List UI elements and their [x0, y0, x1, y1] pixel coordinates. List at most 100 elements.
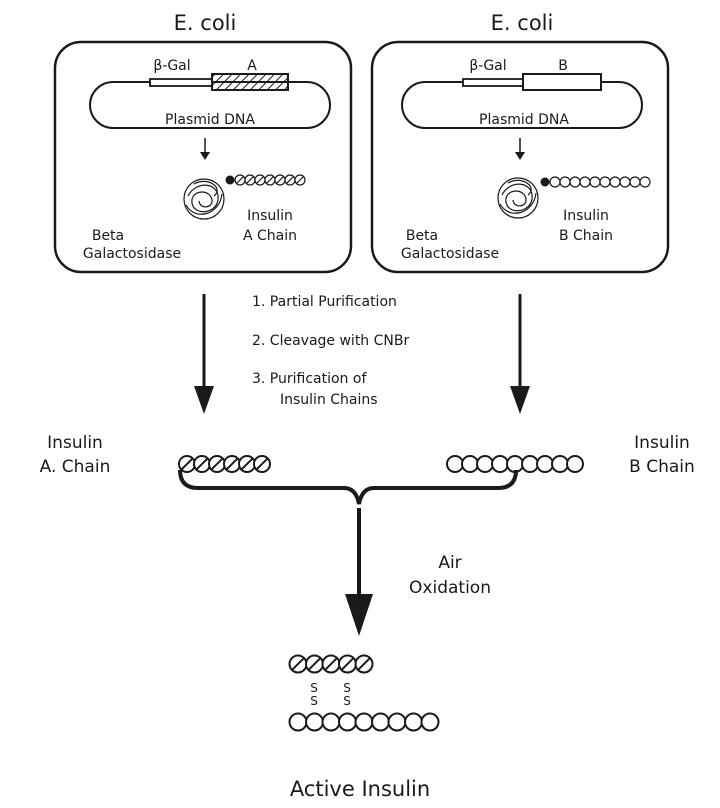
right-protein-label-1: Beta	[406, 228, 438, 244]
bead-hatch	[340, 657, 355, 671]
chain-bead	[566, 455, 584, 473]
bead-hatch	[225, 457, 239, 471]
right-fused-insulin-b-chain	[549, 176, 651, 188]
right-beta-gal-label: β-Gal	[469, 58, 506, 74]
left-gene-label: A	[247, 58, 257, 74]
chain-bead	[629, 176, 641, 188]
chain-bead	[609, 176, 621, 188]
bead-hatch	[240, 457, 254, 471]
left-fused-insulin-a-chain	[234, 174, 306, 186]
insulin-a-chain	[178, 455, 271, 473]
chain-bead	[420, 712, 440, 732]
left-cell-outline	[53, 40, 353, 274]
bead-hatch	[276, 176, 284, 184]
left-beta-gal-gene	[149, 78, 213, 87]
chain-bead	[387, 712, 407, 732]
chain-bead	[599, 176, 611, 188]
right-chain-label-1: Insulin	[563, 208, 609, 224]
chain-bead	[476, 455, 494, 473]
bead-hatch	[324, 657, 338, 671]
chain-bead	[446, 455, 464, 473]
chain-bead	[404, 712, 423, 732]
chain-bead	[338, 712, 357, 732]
step-1: 1. Partial Purification	[252, 294, 397, 310]
disulfide-s-3: S	[343, 681, 351, 695]
right-beta-galactosidase-protein	[497, 177, 539, 219]
bead-hatch	[210, 457, 224, 471]
right-protein-label-2: Galactosidase	[401, 246, 499, 262]
chain-bead	[569, 176, 581, 188]
left-protein-label-2: Galactosidase	[83, 246, 181, 262]
chain-bead	[551, 455, 569, 473]
chain-a-label-2: A. Chain	[40, 457, 111, 477]
purification-steps: 1. Partial Purification 2. Cleavage with…	[252, 294, 409, 408]
right-beta-gal-gene	[462, 78, 524, 87]
disulfide-s-2: S	[310, 694, 318, 708]
chain-bead	[579, 176, 591, 188]
disulfide-s-4: S	[343, 694, 351, 708]
chain-bead	[288, 712, 308, 732]
disulfide-s-1: S	[310, 681, 318, 695]
right-ecoli-cell: E. coli β-Gal B Plasmid DNA Beta Galacto…	[370, 11, 670, 274]
bead-hatch	[266, 176, 274, 184]
chain-bead	[506, 455, 524, 473]
chain-bead	[549, 176, 561, 188]
oxidation-label-2: Oxidation	[409, 578, 491, 598]
left-chain-label-2: A Chain	[243, 228, 297, 244]
right-expression-arrow-head	[515, 152, 525, 160]
chain-bead	[619, 176, 631, 188]
right-linker-dot	[540, 177, 550, 187]
step-3-continued: Insulin Chains	[280, 392, 378, 408]
right-plasmid-label: Plasmid DNA	[479, 112, 569, 128]
combining-brace	[178, 469, 518, 505]
product-label: Active Insulin	[290, 777, 430, 801]
left-insulin-a-gene	[211, 73, 289, 91]
left-process-arrow	[194, 294, 214, 414]
right-gene-label: B	[558, 58, 568, 74]
left-expression-arrow-head	[200, 152, 210, 160]
chain-bead	[536, 455, 554, 473]
right-cell-outline	[370, 40, 670, 274]
left-ecoli-cell: E. coli β-Gal A Plasmid DNA Beta Galacto…	[53, 11, 353, 274]
left-chain-label-1: Insulin	[247, 208, 293, 224]
right-cell-title: E. coli	[491, 11, 554, 35]
right-process-arrow	[510, 294, 530, 414]
bead-hatch	[236, 176, 244, 184]
chain-b-label-1: Insulin	[634, 433, 690, 453]
chain-bead	[559, 176, 571, 188]
chain-bead	[521, 455, 539, 473]
chain-b-label-2: B Chain	[629, 457, 695, 477]
insulin-b-chain	[446, 455, 584, 473]
active-insulin-b-chain	[288, 712, 440, 732]
bead-hatch	[195, 457, 209, 471]
left-beta-galactosidase-protein	[183, 178, 225, 220]
bead-hatch	[255, 457, 269, 471]
bead-hatch	[256, 176, 264, 184]
bead-hatch	[307, 657, 322, 671]
chain-bead	[639, 176, 651, 188]
chain-bead	[321, 712, 341, 732]
step-2: 2. Cleavage with CNBr	[252, 333, 409, 349]
bead-hatch	[357, 657, 371, 671]
right-chain-label-2: B Chain	[559, 228, 613, 244]
left-plasmid-label: Plasmid DNA	[165, 112, 255, 128]
left-beta-gal-label: β-Gal	[153, 58, 190, 74]
step-3: 3. Purification of	[252, 371, 367, 387]
bead-hatch	[246, 176, 254, 184]
chain-bead	[305, 712, 324, 732]
left-protein-label-1: Beta	[92, 228, 124, 244]
left-cell-title: E. coli	[174, 11, 237, 35]
oxidation-label-1: Air	[438, 553, 461, 573]
chain-bead	[354, 712, 374, 732]
left-linker-dot	[225, 175, 235, 185]
chain-bead	[589, 176, 601, 188]
bead-hatch	[291, 657, 305, 671]
bead-hatch	[180, 457, 194, 471]
bead-hatch	[286, 176, 294, 184]
bead-hatch	[296, 176, 304, 184]
active-insulin-a-chain	[288, 654, 374, 674]
chain-bead	[371, 712, 390, 732]
oxidation-arrow	[345, 508, 373, 636]
right-insulin-b-gene	[522, 73, 602, 91]
